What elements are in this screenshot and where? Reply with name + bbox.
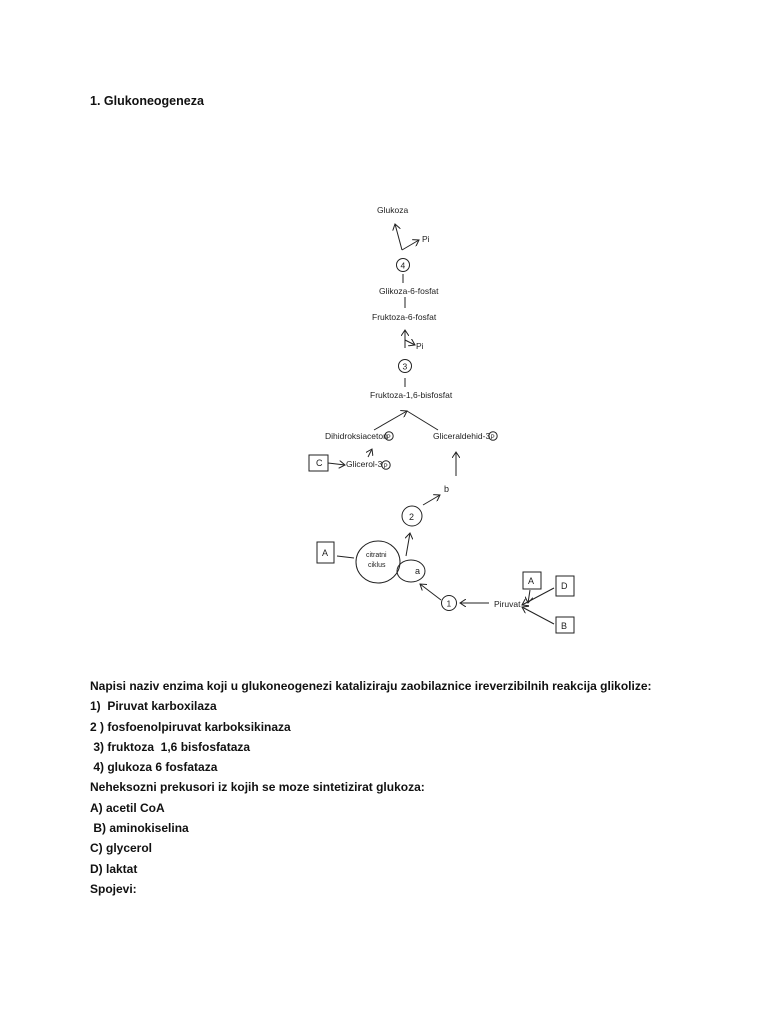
arrow-pi-top [401,240,419,251]
label-box-a-left: A [322,548,328,558]
arrow-2-to-b [422,495,440,506]
arrow-a-to-2 [406,533,410,557]
label-g3p: Gliceraldehid-3 [433,431,490,441]
label-box-b: B [561,621,567,631]
enzyme-1: 1) Piruvat karboxilaza [90,699,217,714]
label-step-1: 1 [447,599,452,609]
gluconeogenesis-diagram: Glukoza Pi 4 Glikoza-6-fosfat Fruktoza-6… [308,205,575,634]
label-glukoza-6-fosfat: Glikoza-6-fosfat [379,286,439,296]
document-body: Napisi naziv enzima koji u glukoneogenez… [90,676,730,899]
label-step-4: 4 [401,261,406,271]
arrow-dhap-to-f16 [373,411,407,431]
precursor-a: A) acetil CoA [90,800,165,815]
label-ciklus: ciklus [368,562,386,569]
section-heading: 1. Glukoneogeneza [90,94,204,108]
box-d [555,575,575,597]
precursor-d: D) laktat [90,861,138,876]
oxaloacetate-a [396,559,426,583]
precursor-c: C) glycerol [90,841,153,856]
enzyme-4: 4) glukoza 6 fosfataza [90,760,218,775]
label-fruktoza-6-fosfat: Fruktoza-6-fosfat [372,312,437,322]
citratni-ciklus [355,540,401,584]
arrow-pi-mid [404,340,415,345]
label-b: b [444,484,449,494]
enzyme-3: 3) fruktoza 1,6 bisfosfataza [90,739,251,754]
label-box-a-right: A [528,576,534,586]
box-a-left [316,541,335,564]
arrow-to-glukoza [395,224,403,251]
box-a-right [522,571,542,590]
label-pi-top: Pi [422,234,430,244]
label-piruvat: Piruvat [494,599,521,609]
label-step-2: 2 [409,512,414,522]
label-p-glicerol: P [384,464,388,470]
step-1-circle [441,595,457,611]
question-precursors: Neheksozni prekusori iz kojih se moze si… [90,780,425,795]
spojevi-label: Spojevi: [90,881,137,896]
enzyme-2: 2 ) fosfoenolpiruvat karboksikinaza [90,719,291,734]
label-p-g3p: P [491,435,495,441]
arrow-b-to-piruvat [522,607,555,625]
label-step-3: 3 [403,362,408,372]
label-box-d: D [561,581,568,591]
step-3-circle [398,359,412,373]
arrow-1-to-a [420,584,442,601]
precursor-b: B) aminokiselina [90,821,189,836]
label-glukoza: Glukoza [377,205,408,215]
step-4-circle [396,258,410,272]
label-pi-mid: Pi [416,341,424,351]
step-2-circle [401,505,423,527]
label-p-dhap: P [387,435,391,441]
label-dhap: Dihidroksiaceton [325,431,388,441]
label-box-c: C [316,458,323,468]
box-b [555,616,575,634]
arrow-g3p-to-f16 [406,410,439,431]
question-enzymes: Napisi naziv enzima koji u glukoneogenez… [90,679,652,693]
arrow-d-to-piruvat [522,587,555,605]
label-fruktoza-1-6-bisfosfat: Fruktoza-1,6-bisfosfat [370,390,453,400]
label-glicerol-3: Glicerol-3 [346,459,383,469]
label-a: a [415,566,420,576]
arrow-glicerol-to-dhap [368,449,372,458]
label-citratni: citratni [366,552,387,559]
